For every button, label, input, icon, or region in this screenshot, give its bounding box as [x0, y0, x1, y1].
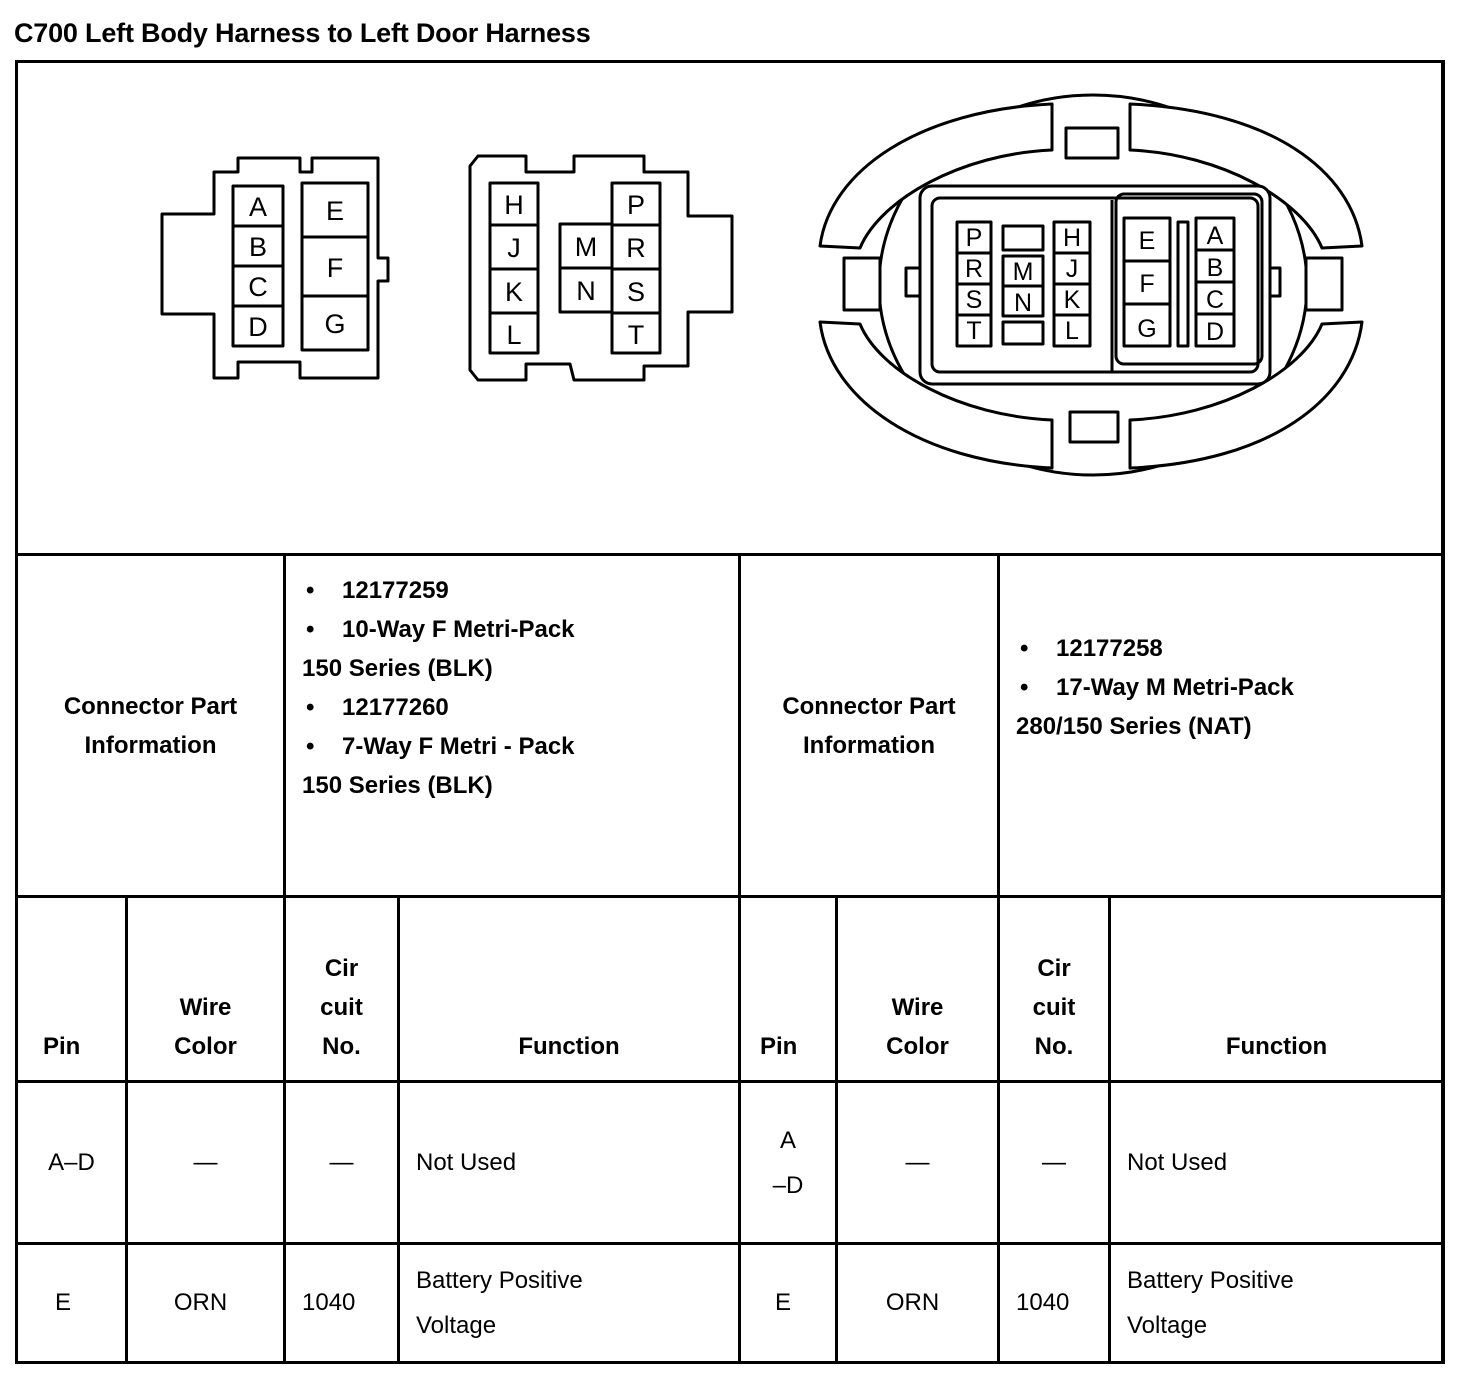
table-cell-function: Not Used — [416, 1148, 517, 1176]
pin-label: M — [575, 232, 598, 262]
pin-label: B — [249, 232, 267, 262]
table-cell-circuit: 1040 — [1016, 1289, 1070, 1316]
connector-17way-outline — [818, 93, 1364, 477]
table-cell-wire: ORN — [173, 1289, 228, 1316]
pin-label: S — [627, 277, 645, 307]
table-cell-circuit: — — [329, 1148, 354, 1176]
rule-col-a — [283, 553, 286, 1363]
table-cell-pin: E — [54, 1289, 71, 1316]
pin-label: K — [1064, 286, 1081, 314]
left-info-item: •7-Way F Metri - Pack — [306, 733, 575, 760]
left-info-label-line1: Connector Part — [63, 692, 238, 720]
pin-label: F — [327, 253, 344, 283]
right-info-item: 280/150 Series (NAT) — [1016, 713, 1252, 740]
rule-col-func-r — [1108, 895, 1111, 1363]
table-cell-wire: ORN — [885, 1289, 940, 1316]
right-info-list: •12177258 •17-Way M Metri-Pack 280/150 S… — [1016, 629, 1294, 746]
left-info-item: 150 Series (BLK) — [302, 772, 493, 799]
rule-col-pin-r — [835, 895, 838, 1363]
pin-label: T — [966, 317, 981, 345]
table-cell-circuit: 1040 — [302, 1289, 356, 1316]
pin-label: G — [1137, 315, 1156, 343]
rule-col-func-l — [397, 895, 400, 1363]
right-info-label-line1: Connector Part — [782, 692, 956, 720]
pin-label: T — [628, 320, 645, 350]
pin-label: D — [248, 312, 268, 342]
header-pin-left: Pin — [43, 1033, 81, 1060]
pin-label: A — [1207, 222, 1224, 250]
rule-diagram-bottom — [15, 553, 1445, 556]
pin-label: C — [248, 272, 268, 302]
pin-label: B — [1207, 254, 1224, 282]
rule-info-bottom — [15, 895, 1445, 898]
right-info-item: •17-Way M Metri-Pack — [1020, 674, 1294, 701]
table-cell-function: Not Used — [1127, 1148, 1228, 1176]
left-info-label-line2: Information — [84, 731, 217, 759]
table-cell-circuit: — — [1042, 1148, 1066, 1176]
pin-label: R — [965, 255, 983, 283]
connector-10way-cavity-right — [300, 181, 370, 352]
pin-label: M — [1013, 258, 1034, 286]
left-info-item: •12177259 — [306, 577, 449, 604]
table-cell-wire: — — [193, 1148, 218, 1176]
pin-label: S — [966, 286, 983, 314]
rule-col-c — [997, 553, 1000, 1363]
right-info-item: •12177258 — [1020, 635, 1163, 662]
connector-diagrams: A B C D E F G H J K L M N P R S T P R S … — [160, 93, 1364, 477]
pin-label: N — [1014, 289, 1032, 317]
right-info-label: Connector Part Information — [741, 556, 997, 895]
pin-label: R — [626, 233, 646, 263]
pin-label: A — [249, 192, 267, 222]
pin-label: H — [1063, 224, 1081, 252]
left-info-item: •12177260 — [306, 694, 449, 721]
pin-label: E — [326, 196, 344, 226]
pin-label: F — [1139, 270, 1154, 298]
pin-label: H — [504, 190, 524, 220]
pin-label: E — [1139, 227, 1156, 255]
pin-label: P — [966, 224, 983, 252]
pin-label: J — [1066, 255, 1079, 283]
left-info-item: •10-Way F Metri-Pack — [306, 616, 575, 643]
left-info-list: •12177259 •10-Way F Metri-Pack 150 Serie… — [302, 571, 575, 805]
pin-label: P — [627, 190, 645, 220]
left-info-item: 150 Series (BLK) — [302, 655, 493, 682]
rule-col-b — [738, 553, 741, 1363]
table-cell-wire: — — [905, 1148, 930, 1176]
pin-label: K — [505, 277, 523, 307]
header-function-right: Function — [1225, 1033, 1328, 1060]
table-cell-pin: E — [774, 1289, 791, 1316]
diagram-title: C700 Left Body Harness to Left Door Harn… — [14, 18, 591, 48]
pin-label: L — [506, 320, 521, 350]
right-info-label-line2: Information — [803, 731, 935, 759]
pin-label: D — [1206, 318, 1224, 346]
rule-row2-bottom — [15, 1361, 1445, 1364]
table-cell-pin: A–D — [772, 1126, 804, 1199]
table-frame — [15, 60, 1445, 1364]
pin-label: C — [1206, 286, 1224, 314]
connector-7way-outline — [468, 154, 734, 382]
pin-label: J — [507, 233, 521, 263]
pin-label: N — [576, 276, 596, 306]
connector-10way-outline — [160, 156, 390, 380]
header-function-left: Function — [518, 1033, 620, 1060]
header-pin-right: Pin — [760, 1033, 798, 1060]
rule-col-pin-l — [125, 895, 128, 1363]
table-cell-pin: A–D — [48, 1148, 95, 1176]
rule-row1-bottom — [15, 1242, 1445, 1245]
left-info-label: Connector Part Information — [18, 556, 283, 895]
rule-header-bottom — [15, 1080, 1445, 1083]
pin-label: G — [324, 309, 345, 339]
pin-label: L — [1065, 317, 1079, 345]
